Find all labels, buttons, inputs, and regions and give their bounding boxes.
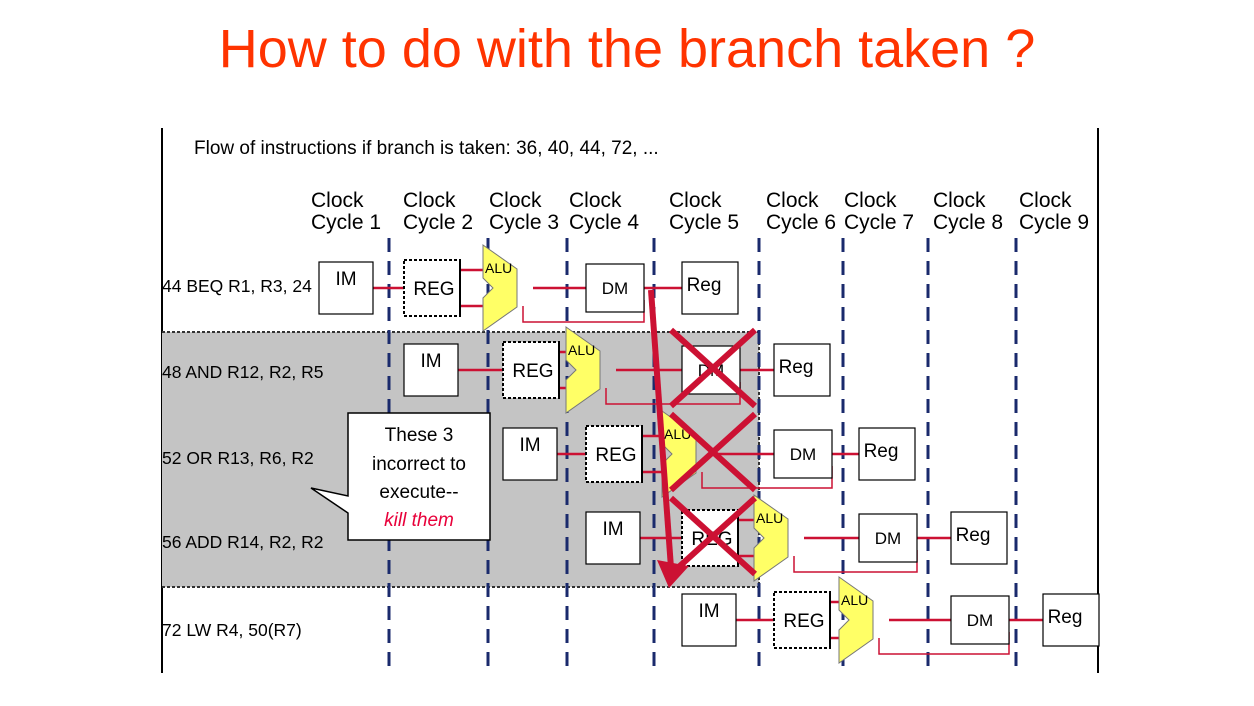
im-stage-box — [502, 427, 558, 481]
alu-stage-label: ALU — [841, 592, 868, 608]
reg-writeback-box — [858, 427, 916, 481]
reg-writeback-label: Reg — [687, 275, 722, 296]
reg-stage-label: REG — [413, 279, 454, 300]
reg-writeback-box — [681, 261, 739, 315]
alu-stage-shape — [753, 494, 789, 582]
im-stage-label: IM — [519, 435, 540, 456]
im-stage-label: IM — [335, 269, 356, 290]
dm-stage-box — [950, 595, 1010, 645]
reg-stage-label: REG — [512, 361, 553, 382]
reg-writeback-box — [950, 511, 1008, 565]
clock-header-8-line1: Clock — [933, 189, 986, 212]
reg-writeback-box — [1042, 593, 1100, 647]
reg-stage-box — [585, 425, 643, 483]
reg-stage-box — [403, 259, 461, 317]
instruction-label-2: 48 AND R12, R2, R5 — [162, 362, 323, 382]
reg-writeback-label: Reg — [1048, 607, 1083, 628]
kill-cross-add-stroke-2 — [668, 495, 758, 577]
branch-arrow-head — [657, 560, 689, 588]
callout-kill-text: kill them — [384, 510, 454, 531]
alu-stage-shape — [482, 244, 518, 332]
im-stage-box — [403, 343, 459, 397]
clock-header-9-line1: Clock — [1019, 189, 1072, 212]
alu-stage-shape — [838, 576, 874, 664]
clock-header-7-line2: Cycle 7 — [844, 211, 914, 234]
dm-stage-box — [773, 429, 833, 479]
reg-stage-label: REG — [783, 611, 824, 632]
clock-header-9-line2: Cycle 9 — [1019, 211, 1089, 234]
kill-cross-and-stroke-2 — [668, 327, 758, 409]
clock-header-1-line2: Cycle 1 — [311, 211, 381, 234]
im-stage-box — [585, 511, 641, 565]
kill-cross-or-stroke-2 — [668, 411, 758, 493]
alu-stage-label: ALU — [485, 260, 512, 276]
instruction-label-4: 56 ADD R14, R2, R2 — [162, 532, 323, 552]
clock-header-6-line2: Cycle 6 — [766, 211, 836, 234]
reg-writeback-label: Reg — [864, 441, 899, 462]
dm-stage-label: DM — [875, 529, 901, 548]
clock-header-3-line2: Cycle 3 — [489, 211, 559, 234]
clock-header-4-line1: Clock — [569, 189, 622, 212]
instruction-label-5: 72 LW R4, 50(R7) — [162, 620, 302, 640]
dm-stage-box — [858, 513, 918, 563]
clock-header-6-line1: Clock — [766, 189, 819, 212]
clock-header-4-line2: Cycle 4 — [569, 211, 639, 234]
pipeline-figure: IMREGALUDMRegIMREGALUDMRegIMREGALUDMRegI… — [161, 128, 1101, 673]
reg-stage-box — [773, 591, 831, 649]
callout-line-3: execute-- — [379, 482, 458, 503]
dm-stage-box — [585, 263, 645, 313]
im-stage-label: IM — [420, 351, 441, 372]
alu-stage-label: ALU — [568, 342, 595, 358]
clock-header-7-line1: Clock — [844, 189, 897, 212]
dm-stage-label: DM — [602, 279, 628, 298]
alu-stage-shape — [565, 326, 601, 414]
reg-stage-box — [502, 341, 560, 399]
pipeline-diagram: IMREGALUDMRegIMREGALUDMRegIMREGALUDMRegI… — [161, 128, 1100, 673]
clock-header-5-line1: Clock — [669, 189, 722, 212]
reg-stage-label: REG — [595, 445, 636, 466]
instruction-label-3: 52 OR R13, R6, R2 — [162, 448, 314, 468]
callout-line-2: incorrect to — [372, 454, 466, 475]
clock-header-8-line2: Cycle 8 — [933, 211, 1003, 234]
reg-writeback-box — [773, 343, 831, 397]
dm-stage-label: DM — [967, 611, 993, 630]
im-stage-label: IM — [602, 519, 623, 540]
clock-header-5-line2: Cycle 5 — [669, 211, 739, 234]
im-stage-box — [681, 593, 737, 647]
slide-title: How to do with the branch taken ? — [218, 19, 1036, 79]
im-stage-label: IM — [698, 601, 719, 622]
im-stage-box — [318, 261, 374, 315]
branch-arrow-line — [648, 289, 674, 569]
callout-line-1: These 3 — [385, 425, 454, 446]
clock-header-3-line1: Clock — [489, 189, 542, 212]
clock-header-2-line1: Clock — [403, 189, 456, 212]
alu-stage-label: ALU — [756, 510, 783, 526]
instruction-label-1: 44 BEQ R1, R3, 24 — [162, 276, 312, 296]
flow-of-instructions-text: Flow of instructions if branch is taken:… — [194, 138, 659, 159]
clock-header-1-line1: Clock — [311, 189, 364, 212]
dm-stage-label: DM — [790, 445, 816, 464]
callout-bubble — [310, 412, 491, 541]
reg-writeback-label: Reg — [956, 525, 991, 546]
clock-header-2-line2: Cycle 2 — [403, 211, 473, 234]
reg-writeback-label: Reg — [779, 357, 814, 378]
